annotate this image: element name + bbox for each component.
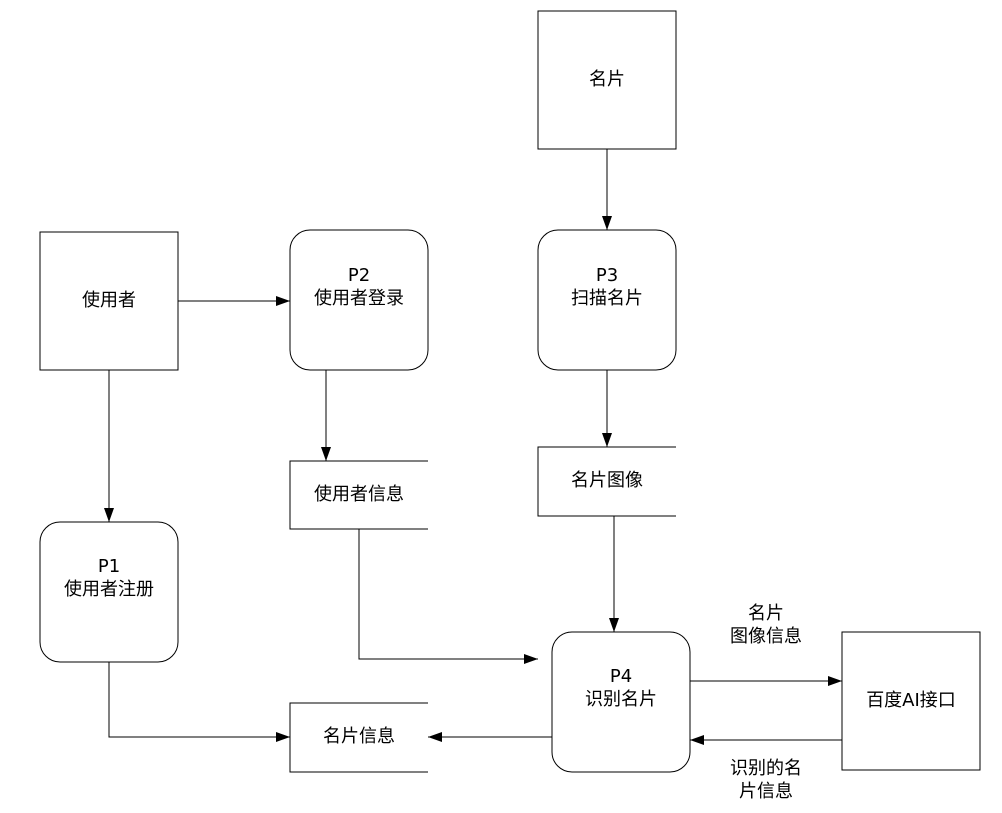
- process-p4-id: P4: [610, 666, 632, 687]
- store-user-info-label: 使用者信息: [314, 484, 404, 505]
- store-card-info: 名片信息: [289, 702, 428, 773]
- flow-user-info-to-p4: [358, 529, 538, 664]
- process-p1: P1 使用者注册: [39, 521, 179, 663]
- entity-user-label: 使用者: [82, 290, 136, 311]
- process-p4: P4 识别名片: [551, 631, 691, 773]
- entity-baidu-ai-label: 百度AI接口: [866, 690, 956, 711]
- store-card-image-label: 名片图像: [571, 470, 643, 491]
- store-user-info: 使用者信息: [289, 460, 428, 530]
- entity-baidu-ai: 百度AI接口: [841, 631, 981, 771]
- store-card-image: 名片图像: [537, 446, 676, 517]
- process-p3-name: 扫描名片: [571, 288, 643, 309]
- flow-label-from-ai-line2: 片信息: [739, 781, 793, 802]
- flow-p1-to-card-info: [108, 662, 290, 742]
- flow-label-to-ai-line1: 名片: [748, 603, 784, 624]
- flow-label-to-ai-line2: 图像信息: [730, 626, 802, 647]
- process-p2-id: P2: [348, 265, 370, 286]
- process-p1-name: 使用者注册: [64, 579, 154, 600]
- process-p2-name: 使用者登录: [314, 288, 404, 309]
- entity-card-label: 名片: [589, 69, 625, 90]
- process-p3: P3 扫描名片: [537, 229, 677, 371]
- entity-user: 使用者: [39, 231, 179, 371]
- entity-card: 名片: [537, 10, 677, 150]
- process-p2: P2 使用者登录: [289, 229, 429, 371]
- flow-label-from-ai-line1: 识别的名: [730, 758, 802, 779]
- store-card-info-label: 名片信息: [323, 726, 395, 747]
- process-p4-name: 识别名片: [585, 689, 657, 710]
- process-p1-id: P1: [98, 556, 120, 577]
- process-p3-id: P3: [596, 265, 618, 286]
